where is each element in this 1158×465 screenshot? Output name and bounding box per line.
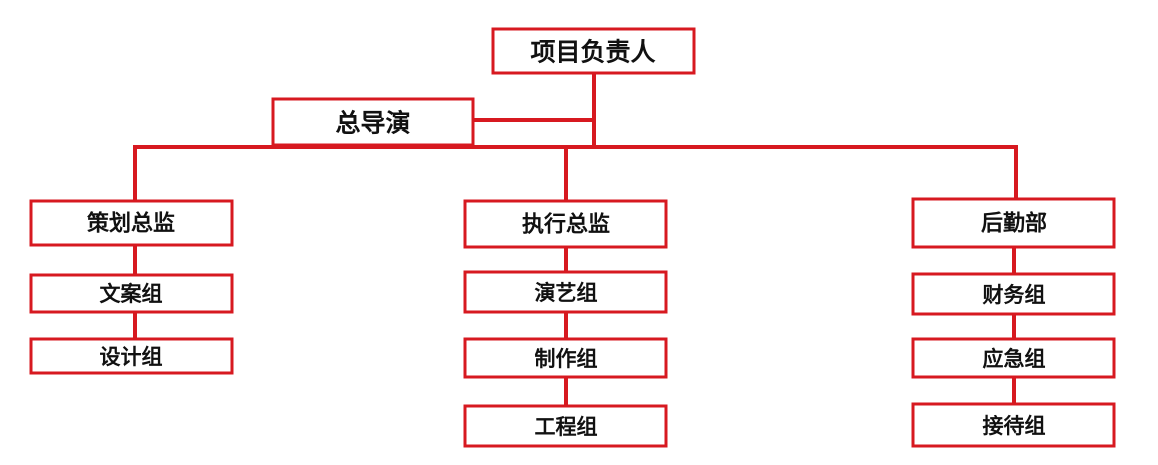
node-group-design: 设计组	[29, 337, 234, 375]
node-department-execution: 执行总监	[463, 199, 668, 249]
department-label: 策划总监	[87, 211, 175, 237]
node-department-planning: 策划总监	[29, 199, 234, 247]
group-label: 应急组	[983, 347, 1046, 371]
node-root: 项目负责人	[491, 27, 696, 75]
node-director: 总导演	[271, 97, 475, 147]
node-group-copywriting: 文案组	[29, 273, 234, 314]
node-group-engineering: 工程组	[463, 404, 668, 448]
group-label: 演艺组	[535, 281, 598, 305]
node-group-production: 制作组	[463, 337, 668, 379]
node-group-reception: 接待组	[911, 402, 1116, 448]
group-label: 接待组	[983, 414, 1046, 438]
node-director-label: 总导演	[335, 109, 410, 138]
department-label: 执行总监	[522, 212, 610, 238]
node-group-performance: 演艺组	[463, 270, 668, 314]
group-label: 设计组	[100, 345, 163, 369]
group-label: 文案组	[100, 282, 163, 306]
node-root-label: 项目负责人	[530, 38, 655, 67]
node-group-finance: 财务组	[911, 272, 1116, 316]
node-department-logistics: 后勤部	[911, 197, 1116, 249]
group-label: 工程组	[535, 415, 598, 439]
connector-lines	[133, 73, 1018, 406]
node-group-emergency: 应急组	[911, 337, 1116, 379]
group-label: 制作组	[535, 347, 598, 371]
department-label: 后勤部	[981, 211, 1047, 237]
group-label: 财务组	[983, 283, 1046, 307]
